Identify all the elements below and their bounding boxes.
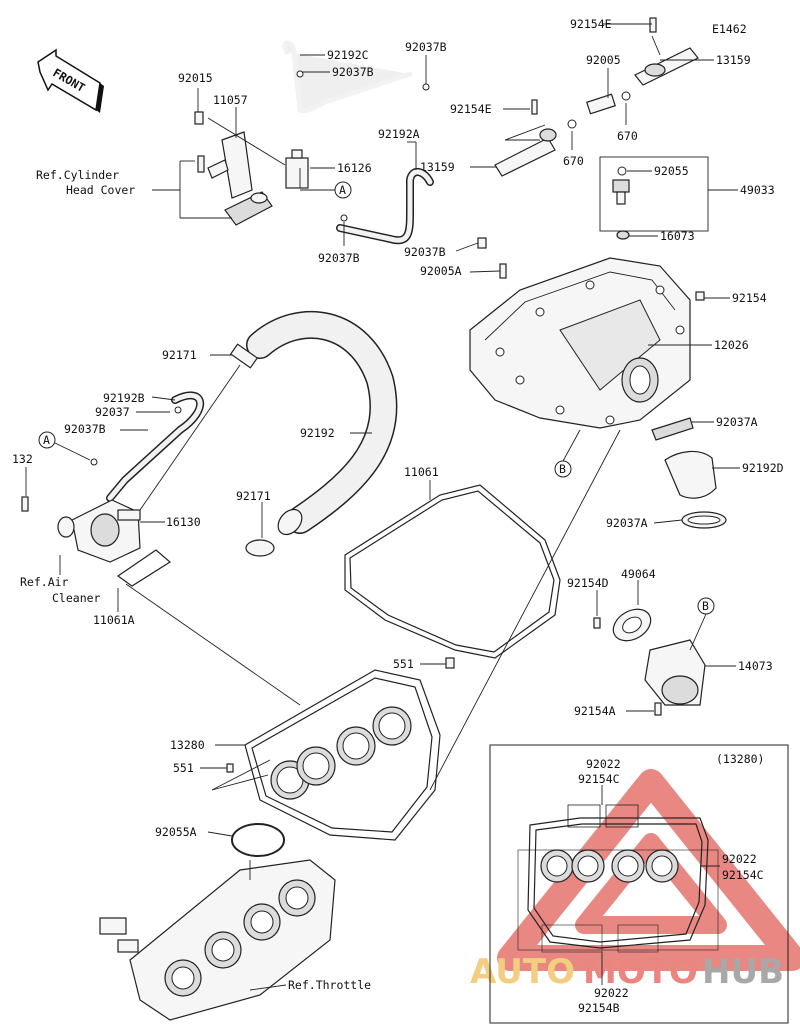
label-92037B-3: 92037B <box>318 251 360 265</box>
label-92037A-b: 92037A <box>606 516 648 530</box>
breather-valve-16126 <box>285 157 309 189</box>
label-92154D: 92154D <box>567 576 609 590</box>
label-13159-top: 13159 <box>716 53 751 67</box>
inset-housing-top-view <box>527 817 709 949</box>
label-92192B: 92192B <box>103 391 145 405</box>
label-11061: 11061 <box>404 465 439 479</box>
diagram-code: E1462 <box>712 22 747 36</box>
callout-A-left <box>38 431 56 449</box>
inset-label-92022-top: 92022 <box>586 757 621 771</box>
o-ring-92055A <box>231 823 285 857</box>
throttle-body-assembly <box>99 859 336 1021</box>
inset-label-92022-bottom: 92022 <box>594 986 629 1000</box>
callout-A-top-text: A <box>339 183 346 197</box>
label-92154E-top: 92154E <box>570 17 612 31</box>
label-ref-air: Ref.Air <box>20 575 69 589</box>
inset-label-92154C-top: 92154C <box>578 772 620 786</box>
gasket-11061 <box>344 484 561 659</box>
reed-valve-assembly <box>494 17 699 177</box>
watermark-hub-text: HUB <box>702 952 784 992</box>
label-49064: 49064 <box>621 567 656 581</box>
secondary-air-valve-16130 <box>57 499 141 563</box>
label-12026: 12026 <box>714 338 749 352</box>
label-14073: 14073 <box>738 659 773 673</box>
label-92037B-4: 92037B <box>404 245 446 259</box>
air-cleaner-housing-12026 <box>469 257 691 429</box>
gasket-11061A <box>116 549 172 587</box>
label-13280: 13280 <box>170 738 205 752</box>
label-670-a: 670 <box>617 129 638 143</box>
label-ref-head-cover: Head Cover <box>66 183 135 197</box>
callout-B-right-text: B <box>702 599 709 613</box>
label-92154: 92154 <box>732 291 767 305</box>
inset-title: (13280) <box>716 752 764 766</box>
sensor-kit-box <box>599 156 709 232</box>
inset-box <box>489 744 789 1024</box>
label-ref-throttle: Ref.Throttle <box>288 978 371 992</box>
label-ref-cylinder: Ref.Cylinder <box>36 168 119 182</box>
label-92037: 92037 <box>95 405 130 419</box>
label-16130: 16130 <box>166 515 201 529</box>
label-92015: 92015 <box>178 71 213 85</box>
label-92171-b: 92171 <box>236 489 271 503</box>
label-92171-a: 92171 <box>162 348 197 362</box>
label-132: 132 <box>12 452 33 466</box>
label-92192A: 92192A <box>378 127 420 141</box>
label-11061A: 11061A <box>93 613 135 627</box>
cylinder-head-cover-bracket <box>194 111 273 226</box>
label-92037B-5: 92037B <box>64 422 106 436</box>
label-13159-mid: 13159 <box>420 160 455 174</box>
label-92005A: 92005A <box>420 264 462 278</box>
callout-A-top <box>334 181 352 199</box>
label-11057: 11057 <box>213 93 248 107</box>
label-92192: 92192 <box>300 426 335 440</box>
inset-label-92022-right: 92022 <box>722 852 757 866</box>
label-92154A: 92154A <box>574 704 616 718</box>
label-551-a: 551 <box>393 657 414 671</box>
inset-label-92154B-bottom: 92154B <box>578 1001 620 1015</box>
label-92154E-mid: 92154E <box>450 102 492 116</box>
label-92005: 92005 <box>586 53 621 67</box>
front-direction-arrow: FRONT <box>37 48 104 113</box>
label-49033: 49033 <box>740 183 775 197</box>
label-92037B-1: 92037B <box>332 65 374 79</box>
label-92037A-a: 92037A <box>716 415 758 429</box>
callout-A-left-text: A <box>43 433 50 447</box>
label-92192D: 92192D <box>742 461 784 475</box>
label-16126: 16126 <box>337 161 372 175</box>
label-92055A: 92055A <box>155 825 197 839</box>
label-551-b: 551 <box>173 761 194 775</box>
lower-housing-13280 <box>244 669 441 841</box>
inset-label-92154C-right: 92154C <box>722 868 764 882</box>
watermark-auto-text: AUTO <box>470 952 575 992</box>
label-16073: 16073 <box>660 229 695 243</box>
label-92055: 92055 <box>654 164 689 178</box>
label-92192C: 92192C <box>327 48 369 62</box>
callout-B-left-text: B <box>559 462 566 476</box>
label-ref-cleaner: Cleaner <box>52 591 101 605</box>
label-670-b: 670 <box>563 154 584 168</box>
label-92037B-2: 92037B <box>405 40 447 54</box>
